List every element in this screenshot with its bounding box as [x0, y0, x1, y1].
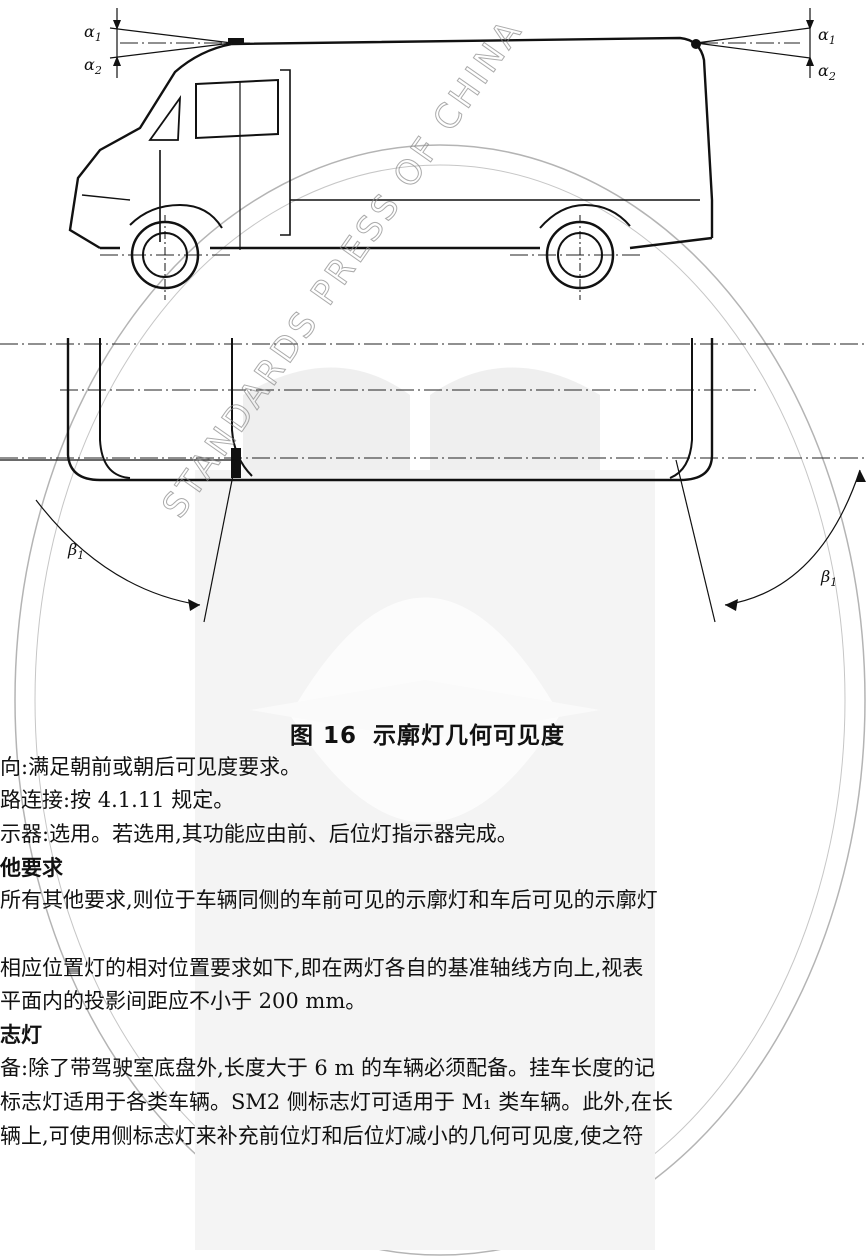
section-heading-other: 他要求 — [0, 855, 63, 880]
figure-title: 示廓灯几何可见度 — [373, 723, 566, 749]
body-line-11: 辆上,可使用侧标志灯来补充前位灯和后位灯减小的几何可见度,使之符 — [0, 1124, 644, 1148]
front-wheel — [130, 215, 200, 300]
label-alpha1-left: α1 — [84, 22, 102, 44]
body-line-6: 相应位置灯的相对位置要求如下,即在两灯各自的基准轴线方向上,视表 — [0, 956, 644, 980]
front-marker-lamp — [228, 38, 244, 43]
beta-arrows — [188, 470, 866, 611]
body-line-7: 平面内的投影间距应不小于 200 mm。 — [0, 989, 367, 1013]
rear-wheel — [545, 215, 615, 300]
alpha-angle-lines — [109, 8, 811, 78]
body-line-5: 所有其他要求,则位于车辆同侧的车前可见的示廓灯和车后可见的示廓灯 — [0, 888, 658, 912]
rear-marker-lamp — [691, 39, 701, 49]
label-beta1-left: β1 — [67, 540, 84, 562]
label-alpha2-left: α2 — [84, 55, 102, 77]
figure-number: 图 16 — [290, 723, 358, 749]
beta-angle-lines — [0, 459, 861, 623]
label-alpha1-right: α1 — [818, 25, 836, 47]
body-line-3: 示器:选用。若选用,其功能应由前、后位灯指示器完成。 — [0, 822, 518, 846]
body-line-1: 向:满足朝前或朝后可见度要求。 — [0, 755, 302, 779]
body-line-10: 标志灯适用于各类车辆。SM2 侧标志灯可适用于 M₁ 类车辆。此外,在长 — [0, 1090, 673, 1114]
figure-caption: 图 16 示廓灯几何可见度 — [290, 716, 565, 750]
body-line-2: 路连接:按 4.1.11 规定。 — [0, 788, 235, 812]
body-line-9: 备:除了带驾驶室底盘外,长度大于 6 m 的车辆必须配备。挂车长度的记 — [0, 1056, 656, 1080]
label-beta1-right: β1 — [820, 567, 837, 589]
alpha-arrows — [113, 20, 814, 66]
label-alpha2-right: α2 — [818, 61, 836, 83]
section-heading-lamp: 志灯 — [0, 1022, 42, 1047]
watermark — [14, 144, 866, 1256]
